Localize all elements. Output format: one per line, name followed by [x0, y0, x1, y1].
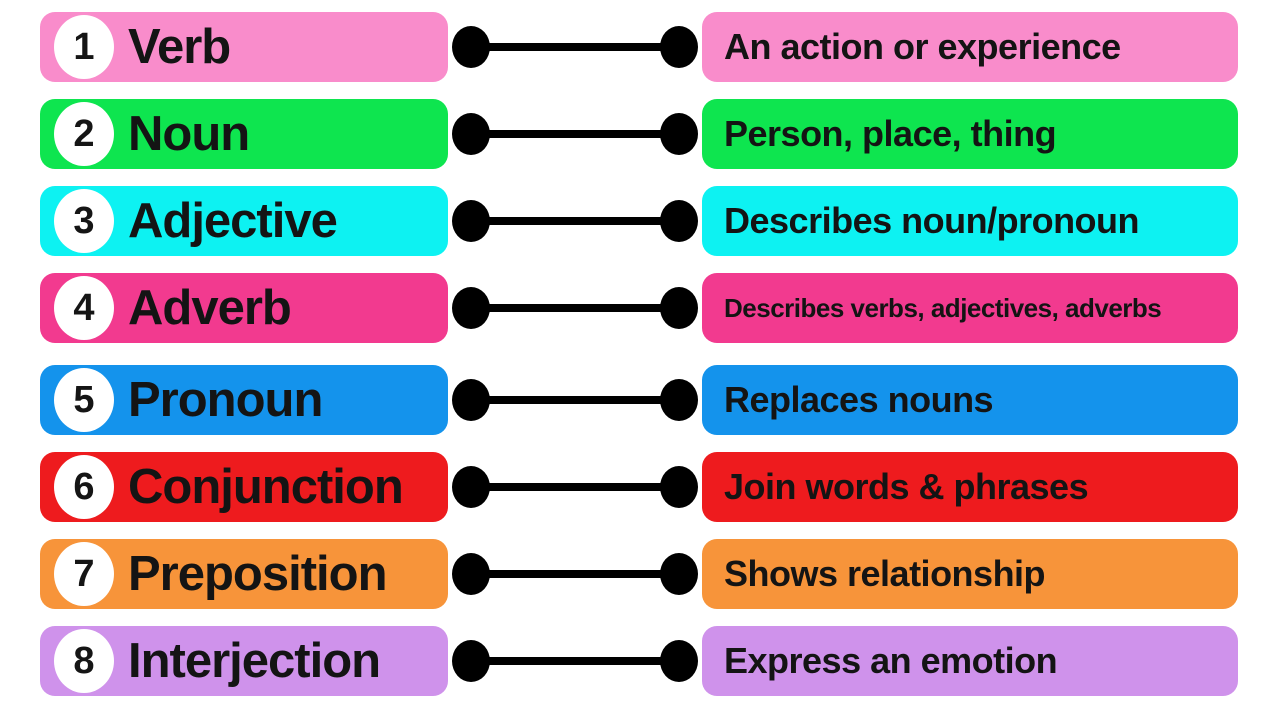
number-badge: 7 [54, 542, 114, 606]
connector-dot-right [660, 200, 698, 242]
connector-line [470, 43, 680, 51]
connector-dot-left [452, 287, 490, 329]
number-label: 2 [73, 112, 95, 155]
number-label: 6 [73, 465, 95, 508]
connector-dot-right [660, 553, 698, 595]
definition-box: Person, place, thing [702, 99, 1238, 169]
match-row: 7 Preposition Shows relationship [0, 539, 1280, 609]
number-badge: 8 [54, 629, 114, 693]
connector-dot-right [660, 640, 698, 682]
connector-line [470, 396, 680, 404]
term-pill: 4 Adverb [40, 273, 448, 343]
definition-box: Shows relationship [702, 539, 1238, 609]
connector-dot-right [660, 379, 698, 421]
definition-label: Shows relationship [724, 553, 1046, 594]
connector-dot-right [660, 26, 698, 68]
term-pill: 1 Verb [40, 12, 448, 82]
connector-dot-left [452, 640, 490, 682]
definition-box: Express an emotion [702, 626, 1238, 696]
match-row: 3 Adjective Describes noun/pronoun [0, 186, 1280, 256]
term-label: Verb [128, 20, 231, 74]
connector-dot-left [452, 466, 490, 508]
term-pill: 2 Noun [40, 99, 448, 169]
connector-line [470, 304, 680, 312]
term-pill: 5 Pronoun [40, 365, 448, 435]
definition-box: Join words & phrases [702, 452, 1238, 522]
term-pill: 7 Preposition [40, 539, 448, 609]
match-row: 2 Noun Person, place, thing [0, 99, 1280, 169]
number-label: 5 [73, 378, 95, 421]
connector-dot-right [660, 113, 698, 155]
definition-box: Replaces nouns [702, 365, 1238, 435]
number-label: 4 [73, 286, 95, 329]
connector-line [470, 130, 680, 138]
number-badge: 1 [54, 15, 114, 79]
match-row: 8 Interjection Express an emotion [0, 626, 1280, 696]
definition-box: An action or experience [702, 12, 1238, 82]
connector-line [470, 217, 680, 225]
number-label: 1 [73, 25, 95, 68]
term-label: Interjection [128, 634, 381, 688]
connector-dot-right [660, 466, 698, 508]
definition-label: Express an emotion [724, 640, 1058, 681]
term-label: Preposition [128, 547, 388, 601]
term-pill: 6 Conjunction [40, 452, 448, 522]
definition-label: Describes noun/pronoun [724, 200, 1140, 241]
match-row: 6 Conjunction Join words & phrases [0, 452, 1280, 522]
number-badge: 2 [54, 102, 114, 166]
definition-box: Describes verbs, adjectives, adverbs [702, 273, 1238, 343]
connector-dot-right [660, 287, 698, 329]
connector-line [470, 570, 680, 578]
term-label: Noun [128, 107, 250, 161]
term-label: Adverb [128, 281, 292, 335]
definition-box: Describes noun/pronoun [702, 186, 1238, 256]
number-badge: 3 [54, 189, 114, 253]
definition-label: Describes verbs, adjectives, adverbs [724, 292, 1162, 323]
term-pill: 3 Adjective [40, 186, 448, 256]
number-badge: 4 [54, 276, 114, 340]
match-row: 1 Verb An action or experience [0, 12, 1280, 82]
definition-label: Person, place, thing [724, 113, 1057, 154]
term-label: Adjective [128, 194, 338, 248]
number-label: 3 [73, 199, 95, 242]
connector-dot-left [452, 113, 490, 155]
term-pill: 8 Interjection [40, 626, 448, 696]
number-badge: 5 [54, 368, 114, 432]
definition-label: Join words & phrases [724, 466, 1089, 507]
definition-label: An action or experience [724, 26, 1121, 67]
connector-dot-left [452, 200, 490, 242]
number-label: 8 [73, 639, 95, 682]
definition-label: Replaces nouns [724, 379, 994, 420]
match-row: 5 Pronoun Replaces nouns [0, 365, 1280, 435]
term-label: Conjunction [128, 460, 404, 514]
connector-line [470, 483, 680, 491]
connector-dot-left [452, 553, 490, 595]
match-row: 4 Adverb Describes verbs, adjectives, ad… [0, 273, 1280, 343]
number-badge: 6 [54, 455, 114, 519]
connector-dot-left [452, 26, 490, 68]
number-label: 7 [73, 552, 95, 595]
connector-dot-left [452, 379, 490, 421]
connector-line [470, 657, 680, 665]
term-label: Pronoun [128, 373, 323, 427]
